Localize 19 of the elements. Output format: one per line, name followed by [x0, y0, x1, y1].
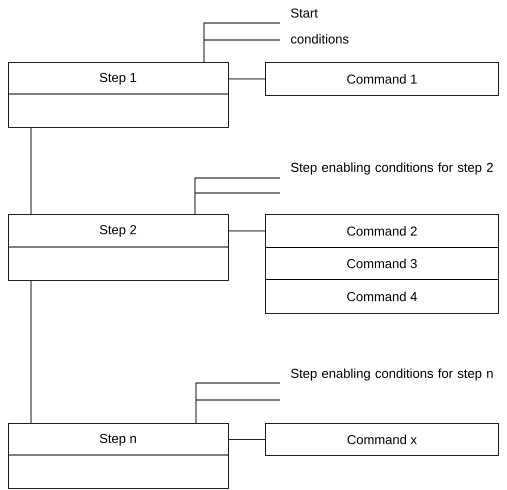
- step-box: Step 1: [8, 62, 229, 128]
- condition-text: Step enabling conditions for step 2: [291, 162, 493, 175]
- connector-line: [194, 178, 280, 214]
- connector-line: [228, 230, 266, 232]
- step-box: Step n: [8, 423, 229, 489]
- command-box: Command 3: [265, 247, 499, 280]
- connector-line: [30, 127, 32, 214]
- connector-line: [196, 382, 280, 424]
- connector-line: [204, 22, 280, 62]
- command-box: Command 2: [265, 214, 499, 248]
- command-box: Command 4: [265, 279, 499, 314]
- command-box: Command 1: [265, 62, 499, 96]
- connector-line: [228, 439, 266, 440]
- condition-text: Step enabling conditions for step n: [291, 368, 493, 381]
- connector-line: [30, 280, 32, 424]
- condition-text: Start conditions: [291, 8, 349, 44]
- command-box: Command x: [265, 423, 499, 456]
- step-box: Step 2: [8, 214, 229, 281]
- connector-line: [228, 78, 266, 80]
